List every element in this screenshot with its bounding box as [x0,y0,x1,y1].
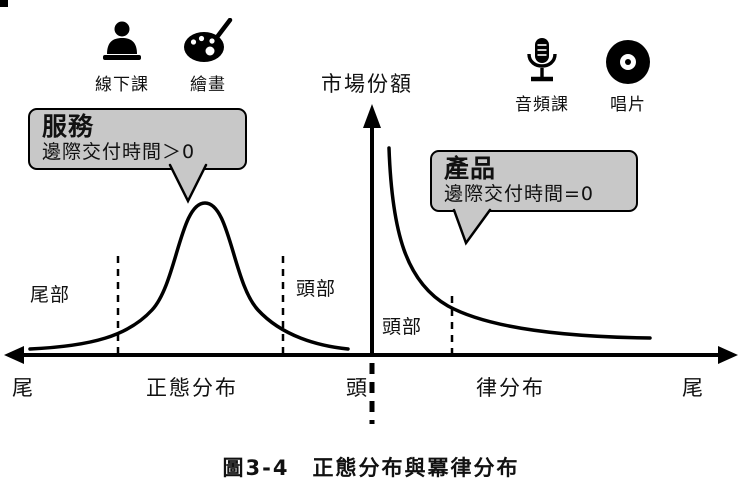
x-label-head: 頭 [346,376,369,400]
power-law-curve [387,146,652,340]
y-axis-arrow-up-icon [363,104,381,128]
x-label-tail-left: 尾 [12,376,35,400]
offline-class-item: 線下課 [86,16,158,95]
figure-caption: 圖3-4 正態分布與冪律分布 [222,456,520,480]
x-label-tail-right: 尾 [682,376,705,400]
offline-class-label: 線下課 [95,75,149,95]
service-callout-pointer [168,163,208,204]
x-axis-arrow-right-icon [718,346,738,364]
x-label-normal-distribution: 正態分布 [146,376,238,400]
normal-head-label: 頭部 [296,278,337,300]
normal-tail-label: 尾部 [30,284,71,306]
audio-class-label: 音頻課 [515,95,569,115]
service-callout: 服務 邊際交付時間＞0 [28,108,247,170]
service-examples-group: 線下課 繪畫 [86,16,244,95]
product-callout: 產品 邊際交付時間=0 [430,150,638,212]
painting-item: 繪畫 [172,16,244,95]
service-callout-title: 服務 [42,112,95,141]
scan-corner-artifact [0,0,8,7]
palette-icon [182,16,234,66]
product-callout-title: 產品 [444,154,497,183]
record-label: 唱片 [610,95,646,115]
audio-class-item: 音頻課 [506,36,578,115]
person-icon [99,16,145,66]
record-disc-icon [604,36,652,86]
record-item: 唱片 [592,36,664,115]
x-label-power-distribution: 律分布 [476,376,545,400]
microphone-icon [522,36,562,86]
power-head-label: 頭部 [382,316,423,338]
product-examples-group: 音頻課 唱片 [506,36,664,115]
y-axis-label: 市場份額 [321,72,413,96]
painting-label: 繪畫 [190,75,226,95]
service-callout-detail: 邊際交付時間＞0 [42,141,196,163]
product-callout-pointer [452,208,492,246]
normal-distribution-curve [28,201,350,351]
product-callout-detail: 邊際交付時間=0 [444,183,595,205]
x-axis-arrow-left-icon [4,346,24,364]
